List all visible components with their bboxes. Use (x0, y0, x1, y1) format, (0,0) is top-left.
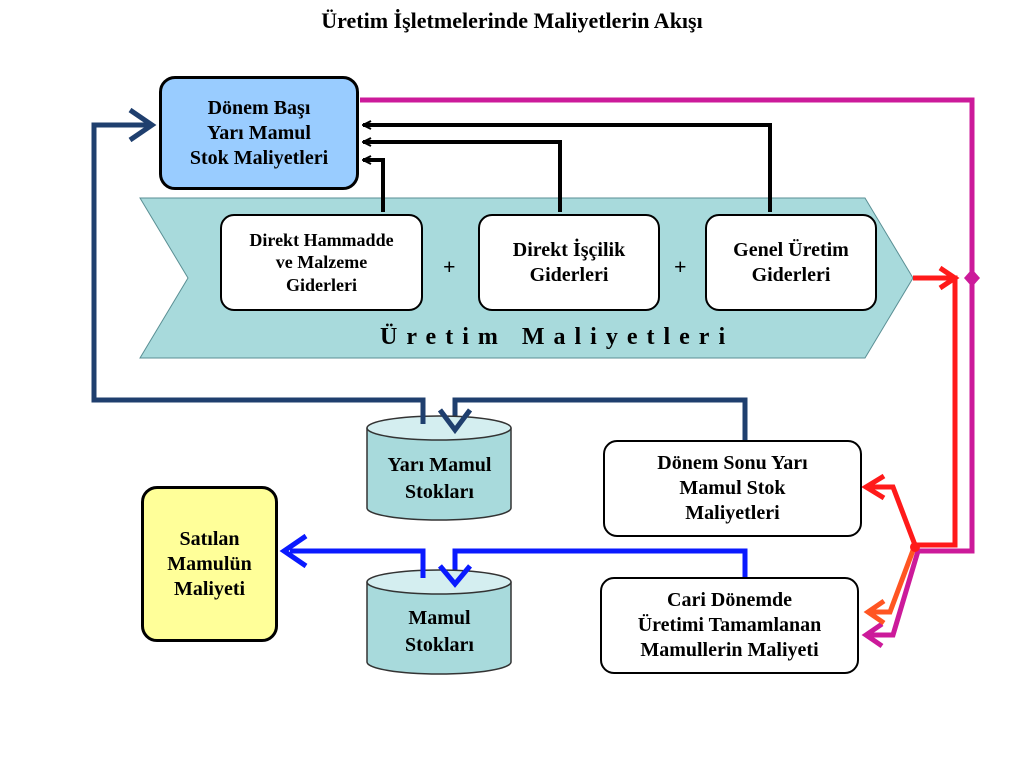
finished-store-label: Mamul Stokları (405, 607, 474, 656)
direct-labor-box: Direkt İşçilik Giderleri (478, 214, 660, 311)
wip-store-label: Yarı Mamul Stokları (387, 454, 492, 503)
production-cost-label: Üretim Maliyetleri (380, 324, 735, 350)
direct-material-box: Direkt Hammadde ve Malzeme Giderleri (220, 214, 423, 311)
plus-sign: + (443, 254, 456, 279)
completed-goods-cost-box: Cari Dönemde Üretimi Tamamlanan Mamuller… (600, 577, 859, 674)
finished-store-cylinder (366, 569, 512, 675)
cogs-box: Satılan Mamulün Maliyeti (141, 486, 278, 642)
wip-store-cylinder (366, 415, 512, 521)
junction-diamond (964, 269, 980, 287)
overhead-box: Genel Üretim Giderleri (705, 214, 877, 311)
plus-sign: + (674, 254, 687, 279)
start-to-completed-arrow (360, 97, 975, 649)
end-wip-cost-box: Dönem Sonu Yarı Mamul Stok Maliyetleri (603, 440, 862, 537)
cost-to-start-arrows (363, 125, 772, 212)
band-to-outputs-arrow (861, 265, 960, 548)
diagram-title: Üretim İşletmelerinde Maliyetlerin Akışı (321, 8, 703, 33)
start-wip-cost-box: Dönem Başı Yarı Mamul Stok Maliyetleri (159, 76, 359, 190)
